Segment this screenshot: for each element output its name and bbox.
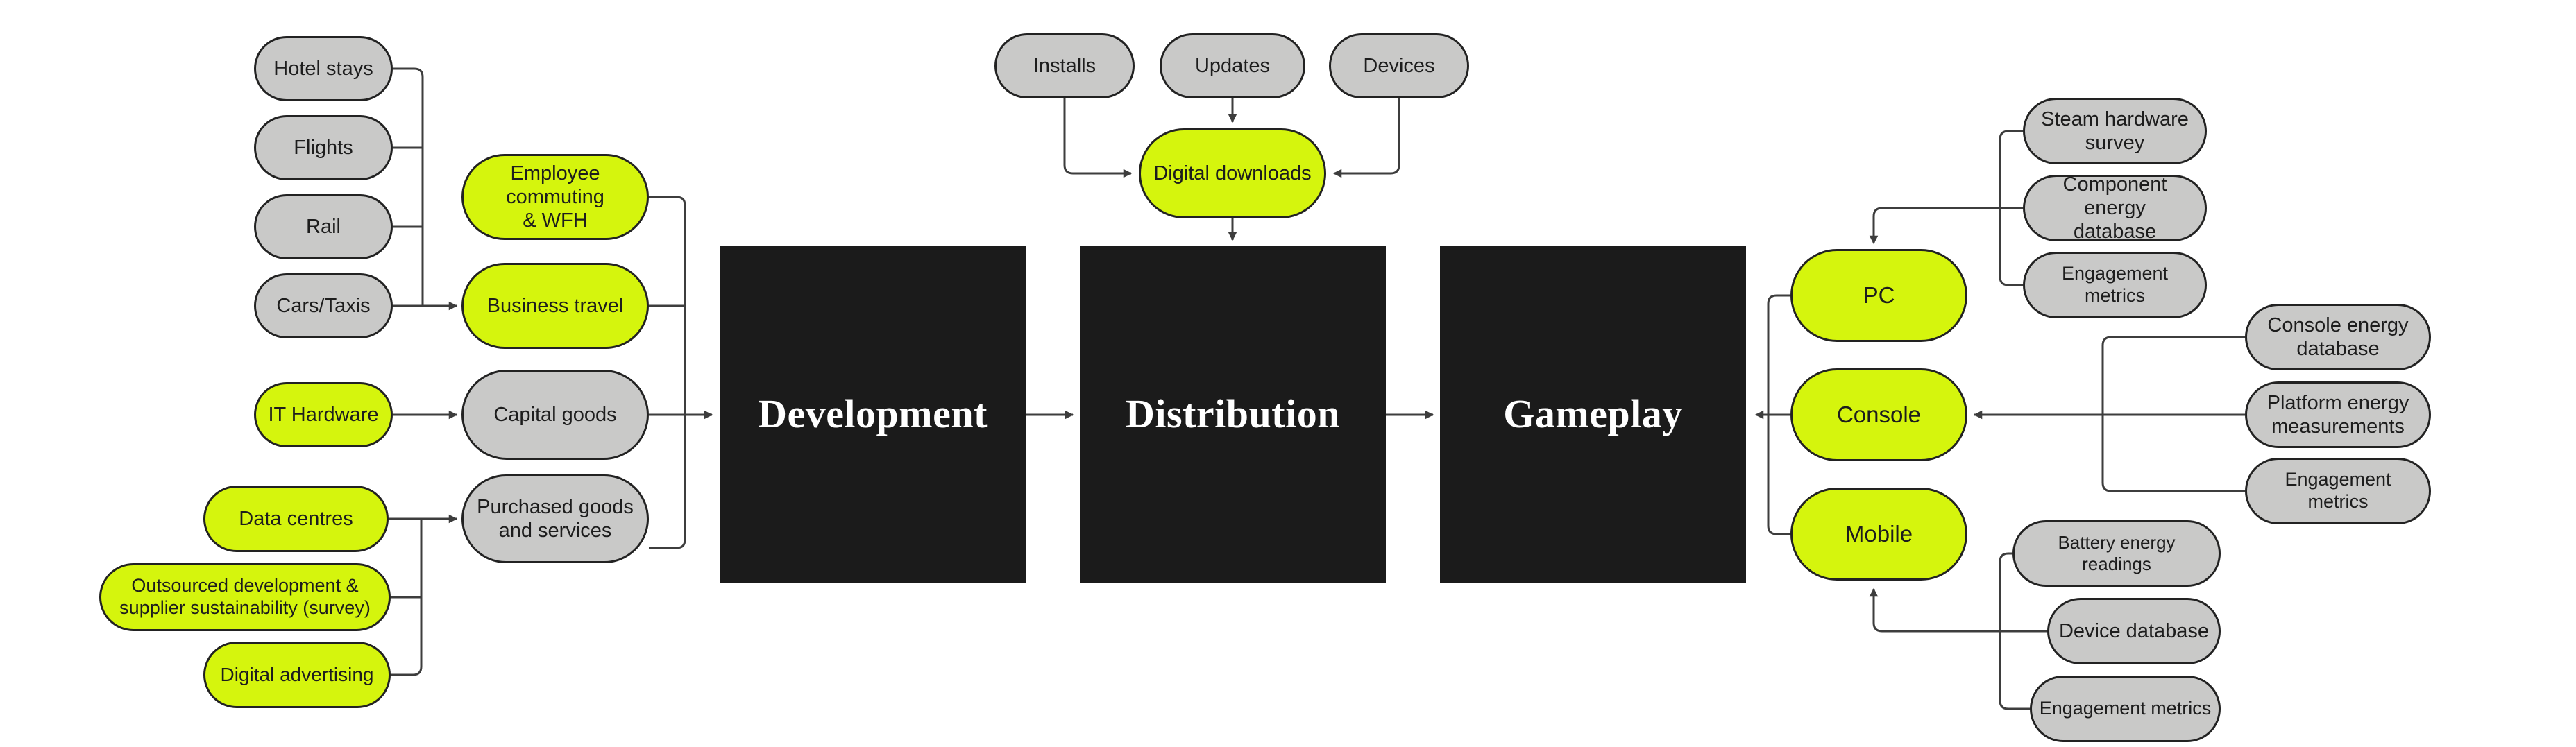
node-purchased-goods: Purchased goods and services: [461, 474, 649, 563]
node-hotel-stays: Hotel stays: [254, 36, 393, 101]
node-data-centres: Data centres: [203, 486, 389, 552]
connector: [393, 67, 424, 306]
connector: [1869, 207, 2000, 245]
node-devices: Devices: [1329, 33, 1469, 98]
node-engagement-metrics-console: Engagement metrics: [2245, 458, 2431, 524]
connector: [1063, 98, 1133, 178]
node-digital-downloads: Digital downloads: [1139, 128, 1326, 218]
node-engagement-metrics-pc: Engagement metrics: [2023, 252, 2207, 318]
node-console: Console: [1790, 368, 1967, 461]
node-component-energy-database: Component energy database: [2023, 173, 2207, 243]
node-installs: Installs: [994, 33, 1135, 98]
node-flights: Flights: [254, 115, 393, 180]
node-device-database: Device database: [2047, 598, 2221, 664]
node-cars-taxis: Cars/Taxis: [254, 273, 393, 338]
node-employee-commuting: Employee commuting & WFH: [461, 154, 649, 240]
node-business-travel: Business travel: [461, 263, 649, 349]
connector: [1869, 587, 2000, 633]
connector: [391, 519, 423, 676]
node-platform-energy-measurements: Platform energy measurements: [2245, 381, 2431, 448]
stage-gameplay: Gameplay: [1440, 246, 1746, 583]
node-it-hardware: IT Hardware: [254, 382, 393, 447]
connector: [1332, 98, 1400, 178]
node-pc: PC: [1790, 249, 1967, 342]
node-mobile: Mobile: [1790, 488, 1967, 581]
stage-development: Development: [720, 246, 1026, 583]
node-steam-hardware-survey: Steam hardware survey: [2023, 98, 2207, 164]
node-outsourced-development: Outsourced development & supplier sustai…: [99, 563, 391, 631]
node-engagement-metrics-mobile: Engagement metrics: [2030, 676, 2221, 742]
node-console-energy-database: Console energy database: [2245, 304, 2431, 370]
node-updates: Updates: [1160, 33, 1305, 98]
stage-distribution: Distribution: [1080, 246, 1386, 583]
node-battery-energy-readings: Battery energy readings: [2012, 520, 2221, 587]
connector: [649, 196, 686, 549]
node-digital-advertising: Digital advertising: [203, 642, 391, 708]
node-rail: Rail: [254, 194, 393, 259]
node-capital-goods: Capital goods: [461, 370, 649, 460]
